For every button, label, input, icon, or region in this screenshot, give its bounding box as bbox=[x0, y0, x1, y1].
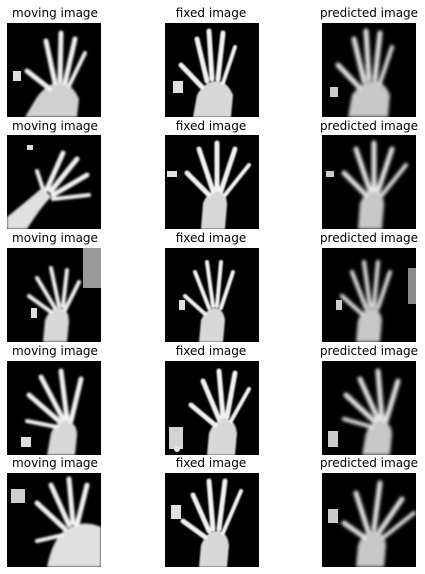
predicted-xray-row-5 bbox=[322, 473, 416, 567]
fixed-image-row-2 bbox=[165, 135, 259, 229]
moving-xray-row-5 bbox=[7, 473, 101, 567]
moving-image-row-1 bbox=[7, 23, 101, 117]
title-moving-row-3: moving image bbox=[12, 231, 98, 245]
fixed-xray-row-3 bbox=[165, 248, 259, 342]
predicted-xray-row-2 bbox=[322, 135, 416, 229]
title-predicted-row-4: predicted image bbox=[319, 344, 419, 358]
title-moving-row-2: moving image bbox=[12, 119, 98, 133]
predicted-image-row-5 bbox=[322, 473, 416, 567]
title-moving-row-4: moving image bbox=[12, 344, 98, 358]
title-fixed-row-5: fixed image bbox=[175, 456, 247, 470]
title-fixed-row-4: fixed image bbox=[175, 344, 247, 358]
moving-image-row-2 bbox=[7, 135, 101, 229]
title-fixed-row-1: fixed image bbox=[175, 6, 247, 20]
predicted-image-row-3 bbox=[322, 248, 416, 342]
predicted-xray-row-4 bbox=[322, 361, 416, 455]
fixed-image-row-1 bbox=[165, 23, 259, 117]
moving-xray-row-3 bbox=[7, 248, 101, 342]
fixed-image-row-5 bbox=[165, 473, 259, 567]
predicted-xray-row-3 bbox=[322, 248, 416, 342]
moving-image-row-4 bbox=[7, 361, 101, 455]
title-predicted-row-3: predicted image bbox=[319, 231, 419, 245]
moving-image-row-3 bbox=[7, 248, 101, 342]
fixed-xray-row-5 bbox=[165, 473, 259, 567]
moving-xray-row-4 bbox=[7, 361, 101, 455]
title-predicted-row-1: predicted image bbox=[319, 6, 419, 20]
moving-xray-row-1 bbox=[7, 23, 101, 117]
moving-xray-row-2 bbox=[7, 135, 101, 229]
fixed-image-row-3 bbox=[165, 248, 259, 342]
title-fixed-row-3: fixed image bbox=[175, 231, 247, 245]
moving-image-row-5 bbox=[7, 473, 101, 567]
title-moving-row-1: moving image bbox=[12, 6, 98, 20]
fixed-xray-row-2 bbox=[165, 135, 259, 229]
predicted-xray-row-1 bbox=[322, 23, 416, 117]
predicted-image-row-2 bbox=[322, 135, 416, 229]
fixed-image-row-4 bbox=[165, 361, 259, 455]
predicted-image-row-4 bbox=[322, 361, 416, 455]
title-predicted-row-5: predicted image bbox=[319, 456, 419, 470]
predicted-image-row-1 bbox=[322, 23, 416, 117]
title-moving-row-5: moving image bbox=[12, 456, 98, 470]
title-fixed-row-2: fixed image bbox=[175, 119, 247, 133]
fixed-xray-row-4 bbox=[165, 361, 259, 455]
fixed-xray-row-1 bbox=[165, 23, 259, 117]
title-predicted-row-2: predicted image bbox=[319, 119, 419, 133]
